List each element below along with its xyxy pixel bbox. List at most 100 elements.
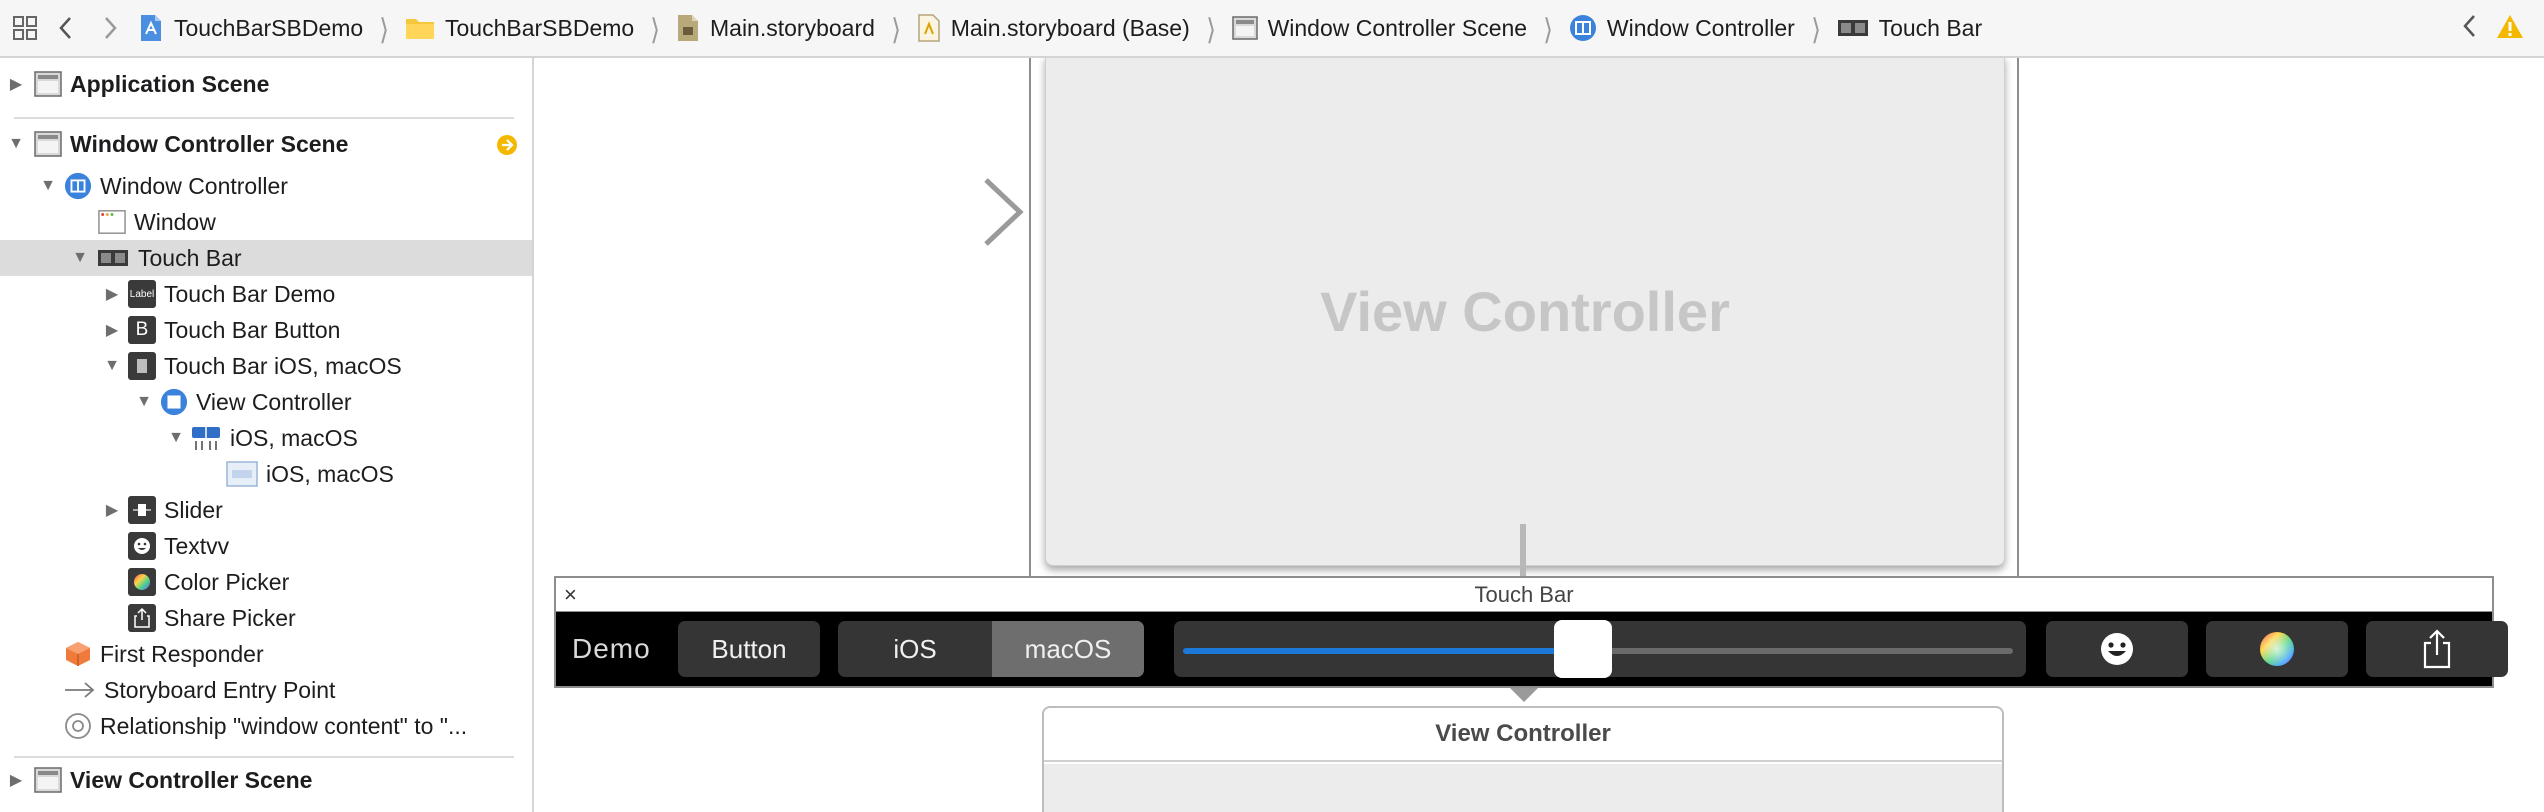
crumb-window-controller[interactable]: Window Controller (1563, 0, 1801, 57)
scene-icon (1231, 16, 1258, 40)
outline-item-color-picker[interactable]: Color Picker (0, 564, 532, 600)
outline-item-first-responder[interactable]: First Responder (0, 636, 532, 672)
crumb-group[interactable]: TouchBarSBDemo (399, 0, 640, 57)
touch-bar-icon (96, 244, 130, 272)
disclosure-collapsed-icon[interactable]: ▶ (105, 502, 119, 519)
touch-bar-editor[interactable]: × Touch Bar Demo Button iOS macOS (554, 576, 2508, 688)
crumb-storyboard[interactable]: Main.storyboard (670, 0, 881, 57)
window-controller-icon (1569, 14, 1597, 42)
related-items-icon[interactable] (0, 0, 44, 57)
breadcrumb-separator: ❭ (649, 12, 662, 43)
crumb-project[interactable]: TouchBarSBDemo (132, 0, 369, 57)
outline-item-share-picker[interactable]: Share Picker (0, 600, 532, 636)
view-controller-placeholder-title: View Controller (1320, 279, 1730, 343)
warning-icon[interactable] (2496, 13, 2524, 45)
outline-label: Slider (164, 496, 223, 523)
disclosure-expanded-icon[interactable]: ▼ (8, 135, 24, 152)
breadcrumb: TouchBarSBDemo ❭ TouchBarSBDemo ❭ Main.s… (132, 0, 1988, 57)
crumb-touch-bar[interactable]: Touch Bar (1831, 0, 1989, 57)
outline-label: iOS, macOS (230, 424, 358, 451)
view-controller-content[interactable] (1044, 764, 2002, 812)
outline-item-window[interactable]: Window (0, 204, 532, 240)
disclosure-collapsed-icon[interactable]: ▶ (9, 76, 23, 93)
outline-label: Share Picker (164, 604, 296, 631)
outline-item-relationship[interactable]: Relationship "window content" to "... (0, 708, 532, 744)
disclosure-expanded-icon[interactable]: ▼ (104, 357, 120, 374)
outline-label: View Controller (196, 388, 352, 415)
outline-item-touch-bar[interactable]: ▼ Touch Bar (0, 240, 532, 276)
outline-item-storyboard-entry-point[interactable]: Storyboard Entry Point (0, 672, 532, 708)
outline-item-view-controller[interactable]: ▼ View Controller (0, 384, 532, 420)
storyboard-base-icon (917, 14, 941, 42)
view-controller-scene-box-2[interactable]: View Controller (1042, 706, 2004, 812)
project-icon (138, 14, 164, 42)
segmented-cell-icon (226, 460, 258, 488)
breadcrumb-separator: ❭ (889, 12, 902, 43)
issue-back-icon[interactable] (2462, 13, 2478, 45)
disclosure-collapsed-icon[interactable]: ▶ (105, 286, 119, 303)
outline-label: Touch Bar (138, 244, 242, 271)
custom-view-icon (128, 352, 156, 380)
slider-knob[interactable] (1554, 620, 1612, 678)
scene-icon (34, 766, 62, 794)
crumb-label: Touch Bar (1878, 14, 1983, 41)
outline-item-ios-macos-group[interactable]: ▼ iOS, macOS (0, 420, 532, 456)
outline-item-ios-macos-control[interactable]: iOS, macOS (0, 456, 532, 492)
outline-label: First Responder (100, 640, 264, 667)
color-picker-button[interactable] (2206, 621, 2348, 677)
view-controller-scene-box[interactable]: View Controller (1045, 58, 2005, 566)
touch-bar-titlebar: × Touch Bar (556, 578, 2492, 612)
outline-separator (14, 756, 514, 758)
outline-item-touch-bar-ios-macos[interactable]: ▼ Touch Bar iOS, macOS (0, 348, 532, 384)
crumb-window-controller-scene[interactable]: Window Controller Scene (1226, 0, 1534, 57)
outline-item-window-controller[interactable]: ▼ Window Controller (0, 168, 532, 204)
crumb-label: Window Controller Scene (1267, 14, 1528, 41)
storyboard-entry-arrow-icon[interactable] (826, 176, 1026, 253)
disclosure-collapsed-icon[interactable]: ▶ (9, 772, 23, 789)
view-controller-icon (160, 388, 188, 416)
scene-icon (34, 70, 62, 98)
scene-navigation-arrow-icon[interactable] (496, 134, 518, 162)
share-icon (2423, 629, 2451, 669)
disclosure-expanded-icon[interactable]: ▼ (168, 429, 184, 446)
disclosure-expanded-icon[interactable]: ▼ (136, 393, 152, 410)
outline-item-application-scene[interactable]: ▶ Application Scene (0, 66, 532, 102)
outline-label: Touch Bar iOS, macOS (164, 352, 402, 379)
back-icon[interactable] (44, 0, 88, 57)
share-button[interactable] (2366, 621, 2508, 677)
crumb-label: TouchBarSBDemo (174, 14, 364, 41)
breadcrumb-separator: ❭ (1204, 12, 1217, 43)
segmented-control[interactable]: iOS macOS (838, 621, 1144, 677)
touch-bar-button[interactable]: Button (678, 621, 820, 677)
outline-item-textvv[interactable]: Textvv (0, 528, 532, 564)
touch-bar-demo-label[interactable]: Demo (572, 633, 651, 664)
outline-label: Textvv (164, 532, 230, 559)
emoji-picker-button[interactable] (2046, 621, 2188, 677)
segment-ios[interactable]: iOS (838, 621, 992, 677)
close-icon[interactable]: × (564, 582, 577, 607)
outline-item-view-controller-scene[interactable]: ▶ View Controller Scene (0, 762, 532, 798)
storyboard-file-icon (676, 14, 700, 42)
forward-icon[interactable] (88, 0, 132, 57)
entry-point-arrow-icon (64, 676, 96, 704)
crumb-storyboard-base[interactable]: Main.storyboard (Base) (911, 0, 1196, 57)
disclosure-expanded-icon[interactable]: ▼ (40, 177, 56, 194)
outline-item-slider[interactable]: ▶ Slider (0, 492, 532, 528)
outline-item-window-controller-scene[interactable]: ▼ Window Controller Scene (0, 126, 532, 162)
storyboard-canvas[interactable]: View Controller × Touch Bar Demo Button … (536, 58, 2544, 812)
slider-track[interactable] (1583, 648, 2013, 654)
outline-label: Touch Bar Button (164, 316, 341, 343)
slider-track-fill (1183, 648, 1583, 654)
outline-label: Storyboard Entry Point (104, 676, 336, 703)
outline-separator (14, 117, 514, 119)
disclosure-expanded-icon[interactable]: ▼ (72, 249, 88, 266)
disclosure-collapsed-icon[interactable]: ▶ (105, 322, 119, 339)
segment-macos[interactable]: macOS (992, 621, 1144, 677)
outline-item-touch-bar-button[interactable]: ▶ B Touch Bar Button (0, 312, 532, 348)
color-wheel-icon (2260, 632, 2294, 666)
relationship-segue-icon (64, 712, 92, 740)
outline-item-touch-bar-demo[interactable]: ▶ Label Touch Bar Demo (0, 276, 532, 312)
touch-bar-notch (1510, 688, 1538, 702)
window-controller-frame[interactable]: View Controller (1029, 58, 2019, 582)
outline-label: Relationship "window content" to "... (100, 712, 468, 739)
